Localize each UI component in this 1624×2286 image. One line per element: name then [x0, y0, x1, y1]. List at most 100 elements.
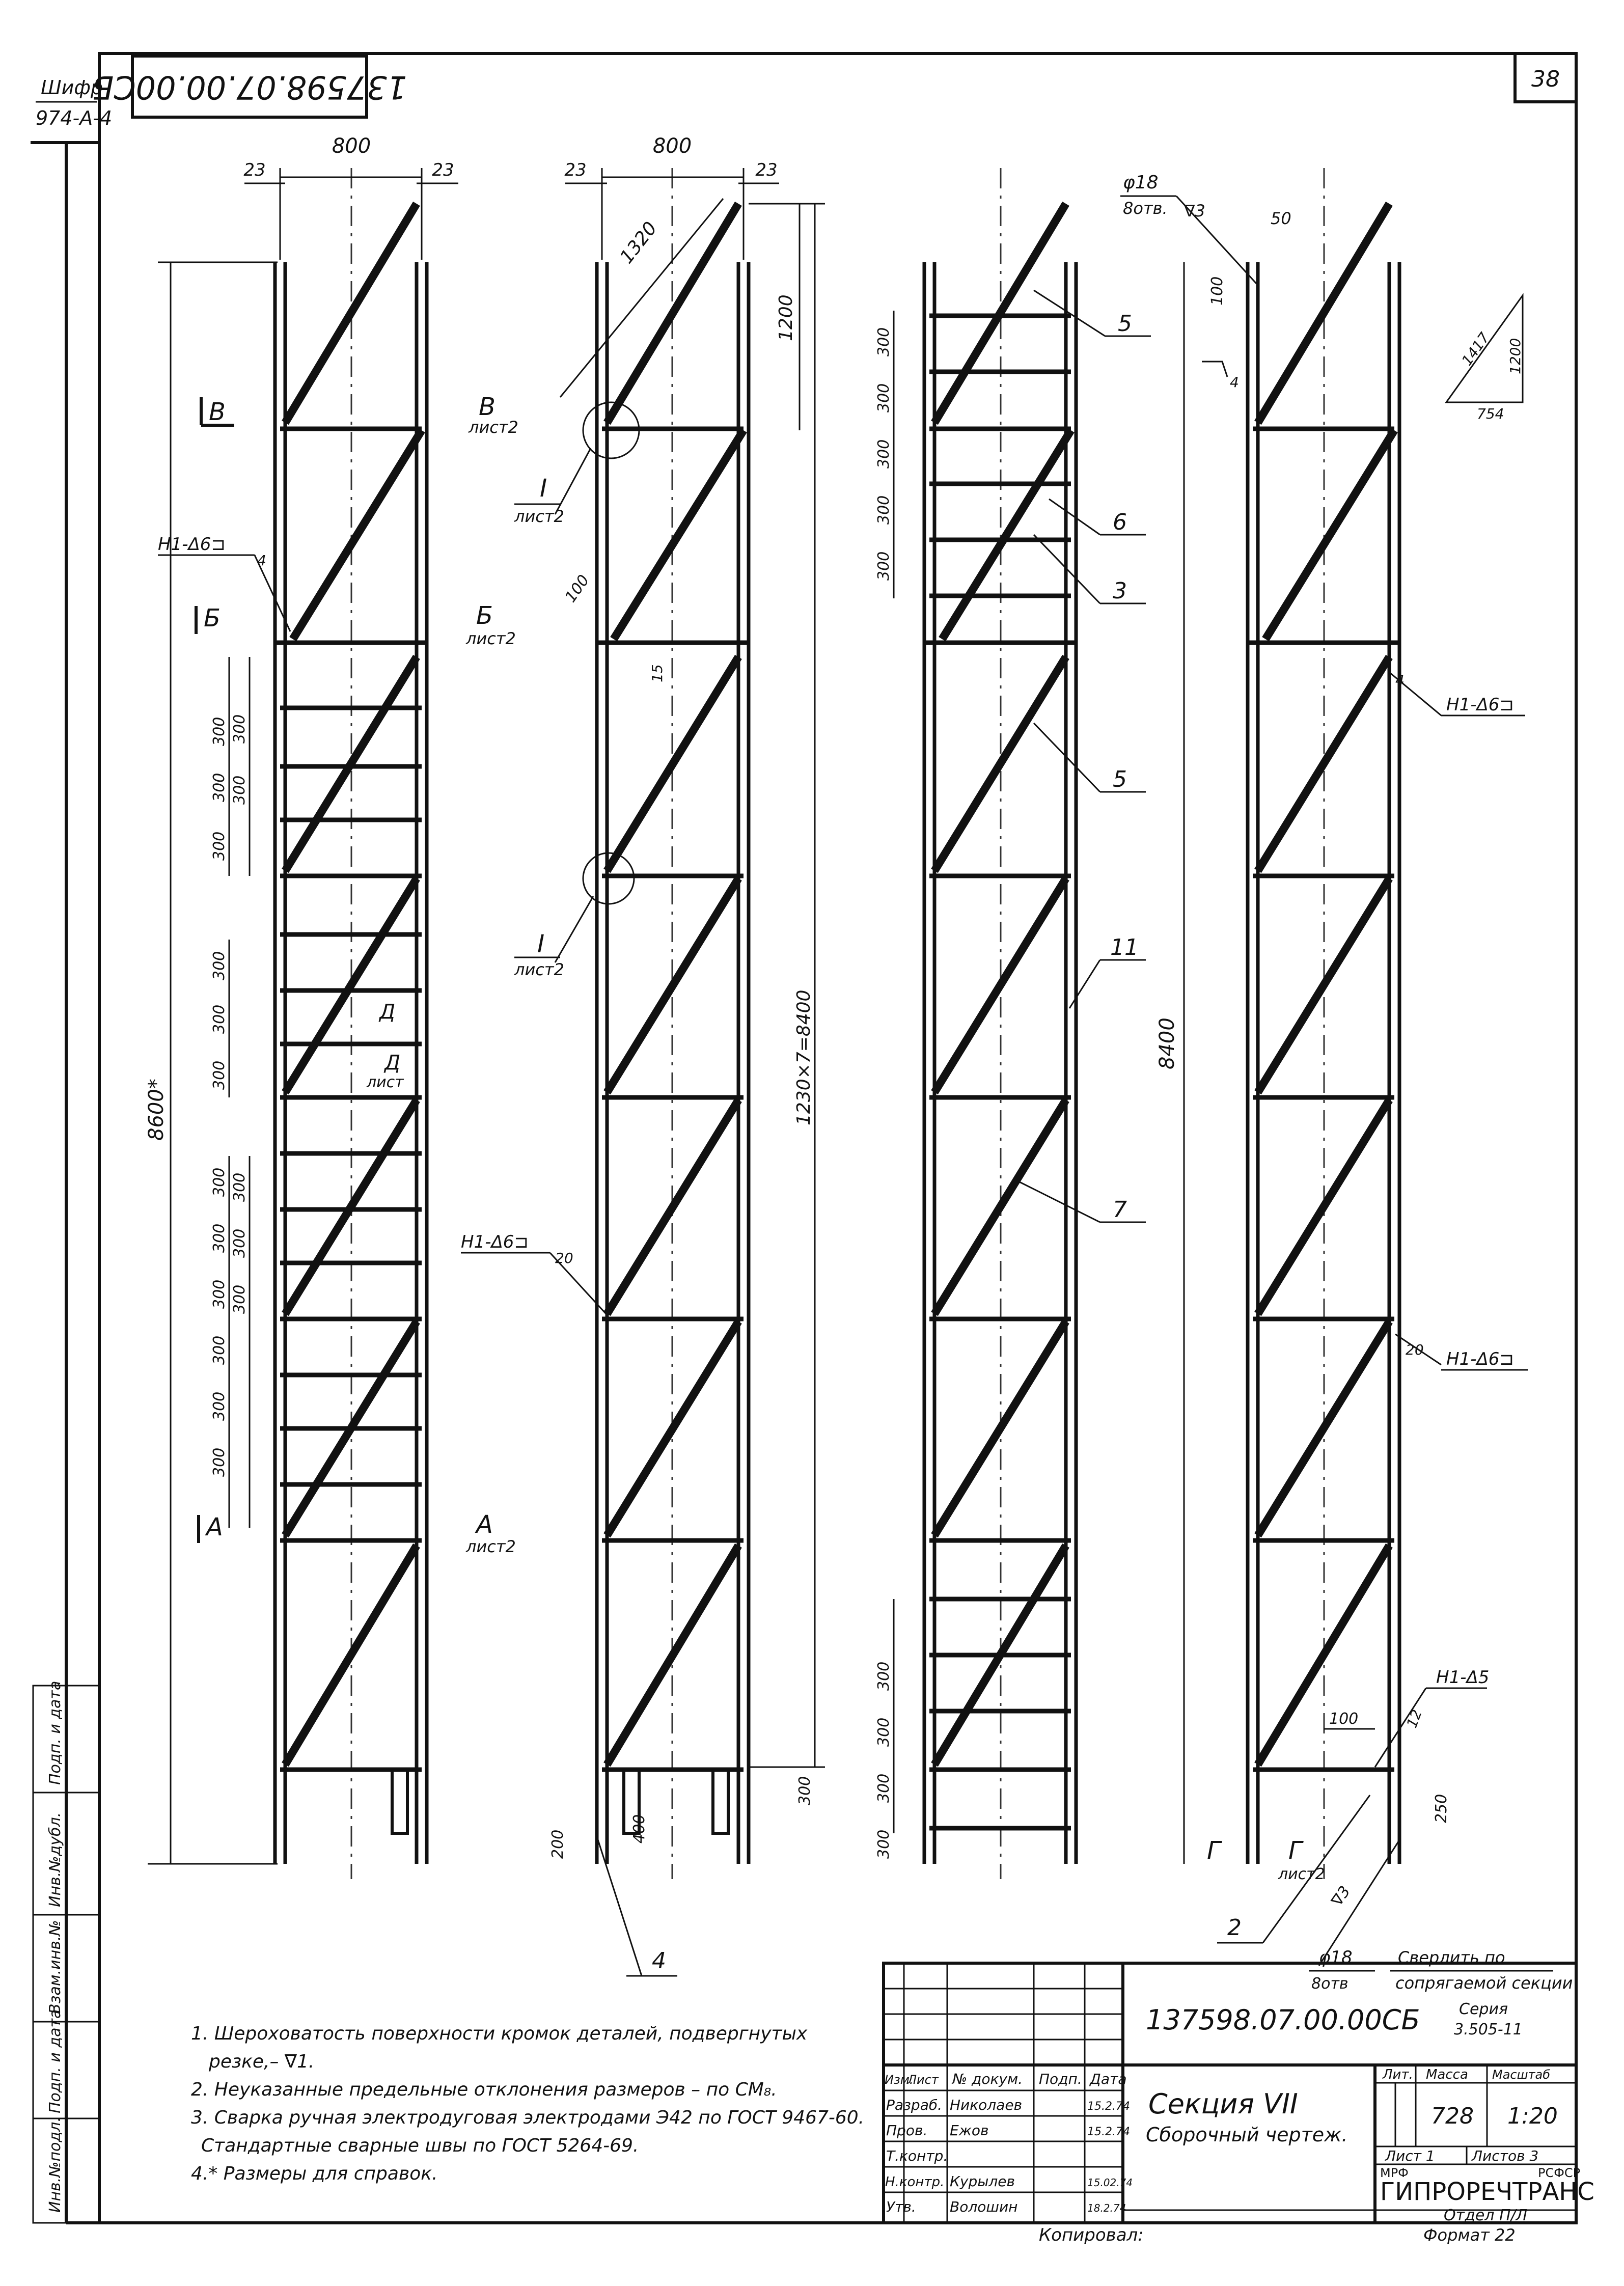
view3-braces — [931, 201, 1075, 1767]
stamp-inv-dubl: Инв.№дубл. — [46, 1812, 64, 1907]
sheet-number: 38 — [1531, 66, 1560, 92]
tb-row5-role: Утв. — [886, 2198, 916, 2215]
v3-callout-3: 3 — [1113, 578, 1127, 604]
v4-tri-v: 1200 — [1507, 338, 1524, 374]
doc-code-box — [131, 54, 368, 119]
v4-dim-250: 250 — [1433, 1794, 1450, 1823]
tb-row4-name: Курылев — [950, 2173, 1015, 2190]
v1-rung-dims: 300 300 300 300 300 300 300 300 300 300 … — [210, 714, 249, 1477]
v3-callout-5a: 5 — [1118, 311, 1132, 337]
tb-title: Секция VII — [1148, 2088, 1298, 2120]
v1-dim-offset-right: 23 — [432, 160, 454, 180]
v2-weld-label: Н1-Δ6⊐ — [461, 1232, 529, 1252]
v1-section-B6-left: Б — [204, 604, 221, 632]
v1-section-A-right: А — [475, 1510, 493, 1539]
v4-weld-low-leg: 20 — [1406, 1341, 1424, 1358]
tb-col-izm: Изм. — [885, 2073, 913, 2087]
v4-dim-50: 50 — [1271, 209, 1291, 228]
svg-text:300: 300 — [210, 1336, 228, 1365]
v2-detail-2: I — [537, 930, 544, 958]
v4-weld-bot: Н1-Δ5 — [1436, 1667, 1489, 1688]
stamp-vzam-inv: Взам.инв.№ — [46, 1920, 64, 2014]
v1-weld-leg: 4 — [257, 552, 266, 569]
svg-text:300: 300 — [875, 439, 893, 469]
tb-row4-role: Н.контр. — [885, 2174, 944, 2190]
cipher-label: Шифр — [41, 76, 103, 99]
v2-weld-leg: 20 — [555, 1250, 573, 1266]
v1-section-B-left: В — [209, 398, 226, 426]
svg-text:300: 300 — [210, 1168, 228, 1197]
sheet-frame — [98, 52, 1578, 2224]
tb-mass-label: Масса — [1426, 2067, 1468, 2082]
view1-braces — [282, 201, 425, 1767]
v2-detail-1: I — [540, 474, 547, 503]
svg-text:300: 300 — [231, 776, 249, 805]
svg-text:300: 300 — [231, 1285, 249, 1314]
v1-dim-width: 800 — [332, 134, 371, 158]
v3-callout-7: 7 — [1113, 1197, 1127, 1223]
v2-bottom-200: 200 — [549, 1830, 567, 1859]
note-1b: резке,– ∇1. — [208, 2051, 314, 2072]
svg-text:300: 300 — [875, 1774, 893, 1803]
v2-brace-length: 1320 — [616, 218, 662, 267]
svg-text:300: 300 — [875, 1662, 893, 1691]
cipher-value: 974-А-4 — [36, 107, 112, 129]
v2-bottom-300: 300 — [796, 1776, 814, 1805]
view-3: 300 300 300 300 300 300 300 300 300 8400… — [875, 168, 1185, 1879]
svg-text:300: 300 — [210, 1448, 228, 1477]
view4-frame-members — [1248, 426, 1399, 1772]
tb-sheet-label: Лист 1 — [1385, 2147, 1435, 2164]
v2-dim-offset-left: 23 — [564, 160, 586, 180]
v3-overall: 8400 — [1155, 1017, 1179, 1069]
tb-series-value: 3.505-11 — [1454, 2021, 1523, 2039]
svg-text:300: 300 — [210, 773, 228, 802]
v2-brace-height: 1200 — [776, 294, 796, 341]
v4-weld-bot-leg: 12 — [1403, 1707, 1425, 1730]
v1-section-A-right-sheet: лист2 — [465, 1537, 516, 1556]
svg-text:300: 300 — [210, 717, 228, 746]
v4-rough-bot: ∇3 — [1328, 1883, 1354, 1910]
tb-col-ndoc: № докум. — [951, 2071, 1023, 2087]
v1-dim-offset-left: 23 — [243, 160, 265, 180]
stamp-inv-podl: Инв.№подл. — [46, 2117, 64, 2213]
tb-row2-role: Т.контр. — [886, 2147, 948, 2164]
v1-section-B-right: В — [479, 393, 496, 421]
view1-left-post — [273, 262, 287, 1864]
v3-callout-5b: 5 — [1113, 766, 1127, 792]
note-3b: Стандартные сварные швы по ГОСТ 5264-69. — [201, 2135, 639, 2156]
v4-tri-hyp: 1417 — [1458, 329, 1493, 369]
v1-weld-label: Н1-Δ6⊐ — [158, 534, 226, 555]
note-4: 4.* Размеры для справок. — [191, 2163, 437, 2184]
v2-dim-width: 800 — [653, 134, 692, 158]
svg-text:300: 300 — [875, 1830, 893, 1859]
svg-text:300: 300 — [875, 383, 893, 412]
v2-bottom-400: 400 — [630, 1814, 648, 1843]
svg-text:300: 300 — [210, 1005, 228, 1034]
tb-row1-name: Ежов — [950, 2122, 989, 2139]
view2-braces — [603, 201, 747, 1767]
stamp-podp-data-2: Подп. и дата — [46, 1681, 64, 1785]
v2-detail-circle-1 — [582, 401, 640, 459]
v4-dim-bot-100: 100 — [1329, 1710, 1358, 1728]
tb-doc-code: 137598.07.00.00СБ — [1146, 2004, 1420, 2036]
tb-lit-label: Лит. — [1382, 2067, 1413, 2082]
svg-text:300: 300 — [210, 1392, 228, 1421]
v1-section-B-right-sheet: лист2 — [468, 418, 518, 437]
tb-row1-role: Пров. — [886, 2122, 927, 2139]
view-1: 800 23 23 8600* 300 300 300 300 300 300 … — [145, 134, 518, 1879]
tb-org-small-right: РСФСР — [1538, 2166, 1580, 2180]
tb-sheets-label: Листов 3 — [1471, 2147, 1538, 2164]
tb-col-data: Дата — [1089, 2071, 1127, 2087]
view-4: φ18 8отв. ∇3 50 100 4 1417 1200 754 4 Н1… — [1120, 168, 1573, 1993]
v1-overall-height: 8600* — [145, 1079, 168, 1141]
svg-text:300: 300 — [231, 1229, 249, 1258]
note-2: 2. Неуказанные предельные отклонения раз… — [191, 2079, 777, 2100]
tb-mass-value: 728 — [1431, 2103, 1474, 2129]
tb-col-list: Лист — [907, 2073, 939, 2087]
v3-callout-11: 11 — [1110, 934, 1139, 960]
svg-text:300: 300 — [210, 832, 228, 861]
v4-rough-top: ∇3 — [1183, 201, 1205, 221]
v4-dim-100: 100 — [1208, 277, 1226, 306]
note-1a: 1. Шероховатость поверхности кромок дета… — [191, 2023, 808, 2044]
